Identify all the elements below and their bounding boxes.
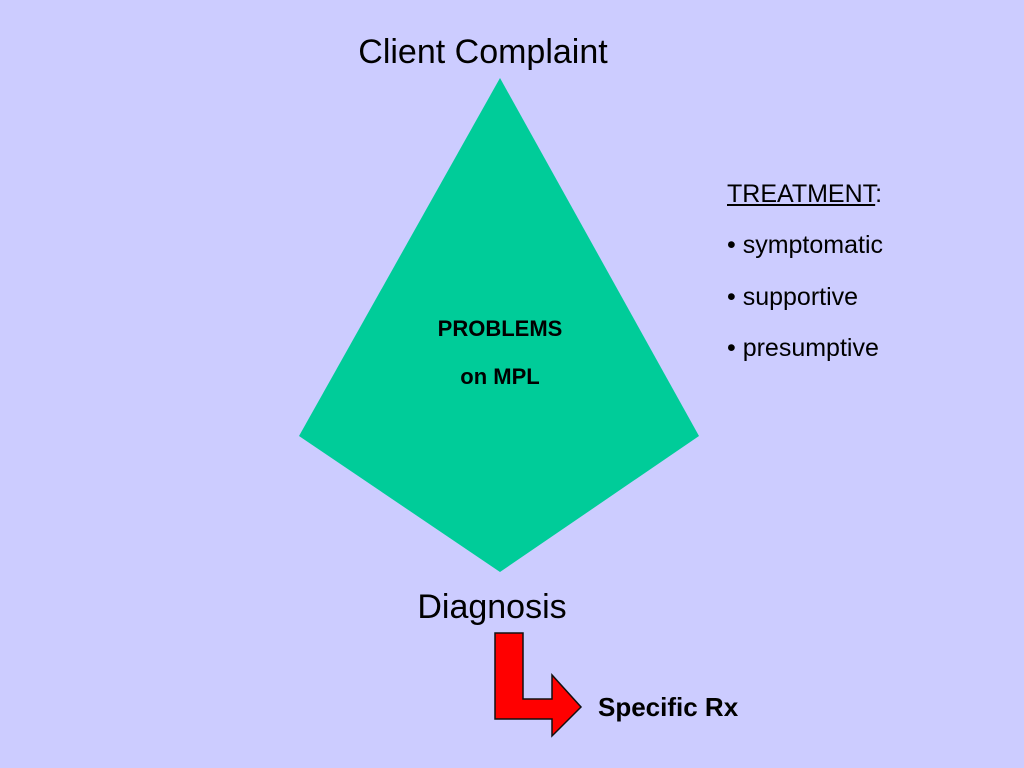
on-mpl-label: on MPL <box>460 364 540 389</box>
client-complaint-label: Client Complaint <box>358 33 608 71</box>
problems-label: PROBLEMS <box>437 316 563 341</box>
diagnosis-label: Diagnosis <box>417 588 567 626</box>
treatment-item-supportive: • supportive <box>727 283 859 311</box>
problems-kite <box>299 78 699 572</box>
treatment-heading-text: TREATMENT <box>727 180 876 208</box>
specific-rx-label: Specific Rx <box>598 692 739 722</box>
treatment-item-symptomatic: • symptomatic <box>727 231 884 259</box>
treatment-item-presumptive: • presumptive <box>727 334 879 362</box>
treatment-heading-colon: : <box>875 180 883 208</box>
diagnosis-to-rx-arrow <box>494 632 583 738</box>
treatment-heading: TREATMENT: <box>727 178 882 210</box>
